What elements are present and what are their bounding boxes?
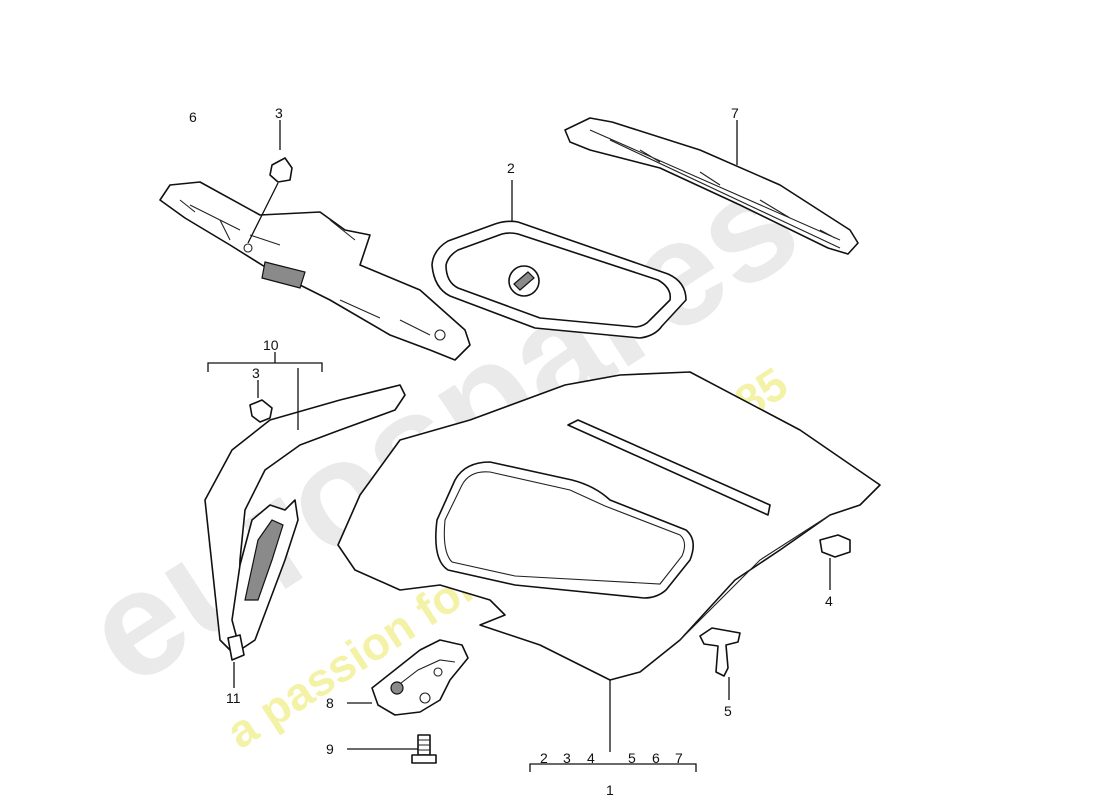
- group-1-item: 7: [675, 750, 683, 766]
- callout-1: 1: [606, 782, 614, 798]
- part-9-screw: [347, 734, 437, 764]
- group-bracket-1: [529, 763, 697, 772]
- callout-8: 8: [326, 695, 334, 711]
- callout-5: 5: [724, 703, 732, 719]
- group-1-item: 6: [652, 750, 660, 766]
- callout-9: 9: [326, 741, 334, 757]
- callout-2: 2: [507, 160, 515, 176]
- part-1-headliner: [337, 371, 881, 752]
- callout-3-left: 3: [252, 365, 260, 381]
- part-11-b-pillar: [227, 499, 299, 688]
- part-3-clip-left: [249, 380, 273, 423]
- callout-11: 11: [226, 690, 241, 706]
- group-1-item: 3: [563, 750, 571, 766]
- part-8-plate: [347, 639, 469, 716]
- part-5-bracket: [699, 627, 741, 700]
- part-2-sunroof-seal: [431, 180, 687, 339]
- callout-4: 4: [825, 593, 833, 609]
- part-6-header-panel: [159, 181, 471, 361]
- callout-10: 10: [263, 337, 279, 353]
- callout-7: 7: [731, 105, 739, 121]
- part-3-clip-top: [247, 120, 293, 244]
- part-7-rear-rail: [564, 117, 859, 255]
- callout-3-top: 3: [275, 105, 283, 121]
- group-1-item: 5: [628, 750, 636, 766]
- callout-labels: 6 3 7 2 10 3 4 11 8 5 9 1 2 3 4 5 6 7: [189, 105, 833, 798]
- group-1-item: 4: [587, 750, 595, 766]
- group-1-item: 2: [540, 750, 548, 766]
- callout-6: 6: [189, 109, 197, 125]
- part-4-latch: [819, 534, 851, 590]
